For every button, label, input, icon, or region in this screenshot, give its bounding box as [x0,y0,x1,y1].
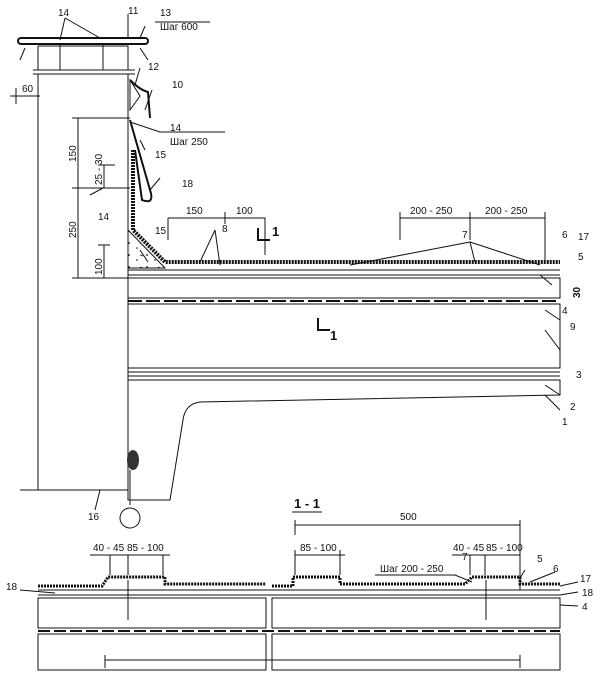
fillet [127,228,167,269]
dim-100-vertical: 100 [94,258,105,275]
callout-17: 17 [580,574,592,585]
note-step-250: Шаг 250 [170,137,208,148]
callout-labels: 14 11 13 Шаг 600 12 10 14 Шаг 250 15 18 … [58,6,590,523]
dim-200-250: 200 - 250 [410,206,453,217]
parapet-wall [20,74,129,500]
section-mark-lower [317,318,330,331]
section-title: 1 - 1 [294,496,320,511]
section-mark-upper [257,228,270,241]
dim-40-45: 40 - 45 [453,543,485,554]
dim-150-vertical: 150 [68,145,79,162]
callout-15: 15 [155,150,167,161]
callout-15: 15 [155,226,167,237]
callout-6: 6 [562,230,568,241]
flashing-apron [129,79,151,119]
callout-18: 18 [582,588,594,599]
dimension-labels: 60 150 25 - 30 250 100 150 100 200 - 250… [22,84,583,298]
callout-1: 1 [562,417,568,428]
callout-9: 9 [570,322,576,333]
callout-7: 7 [462,552,468,563]
callout-7: 7 [462,230,468,241]
sealant [129,78,141,112]
section-mark-label-lower: 1 [330,328,337,343]
callout-11: 11 [128,6,139,17]
callout-10: 10 [172,80,184,91]
dim-25-30: 25 - 30 [94,153,105,185]
dim-85-100: 85 - 100 [486,543,523,554]
callout-6: 6 [553,564,559,575]
dim-40-45: 40 - 45 [93,543,125,554]
parapet-cap [17,37,149,75]
note-step-600: Шаг 600 [160,22,198,33]
callout-18: 18 [182,179,194,190]
callout-5: 5 [537,554,543,565]
callout-2: 2 [570,402,576,413]
leader-lines [59,14,561,511]
callout-14: 14 [98,212,110,223]
callout-12: 12 [148,62,160,73]
dim-250: 250 [68,221,79,238]
callout-13: 13 [160,8,172,19]
callout-14: 14 [58,8,70,19]
callout-4: 4 [562,306,568,317]
callout-16: 16 [88,512,100,523]
callout-3: 3 [576,370,582,381]
roof-layers [119,269,561,529]
membrane-layers [131,150,560,264]
dim-150: 150 [186,206,203,217]
section-mark-label: 1 [272,224,279,239]
dim-60: 60 [22,84,34,95]
dim-85-100: 85 - 100 [127,543,164,554]
callout-14: 14 [170,123,182,134]
dim-85-100: 85 - 100 [300,543,337,554]
callout-18: 18 [6,582,18,593]
callout-17: 17 [578,232,590,243]
dim-30: 30 [572,286,583,298]
upturn-membrane [129,119,153,203]
dim-100: 100 [236,206,253,217]
section-1-1: 1 - 1 500 40 - 45 85 - 100 85 - 100 40 -… [6,496,594,671]
dim-500: 500 [400,512,417,523]
callout-8: 8 [222,224,228,235]
dim-200-250: 200 - 250 [485,206,528,217]
callout-4: 4 [582,602,588,613]
note-step-200-250: Шаг 200 - 250 [380,564,444,575]
dimension-lines [10,88,561,298]
callout-5: 5 [578,252,584,263]
